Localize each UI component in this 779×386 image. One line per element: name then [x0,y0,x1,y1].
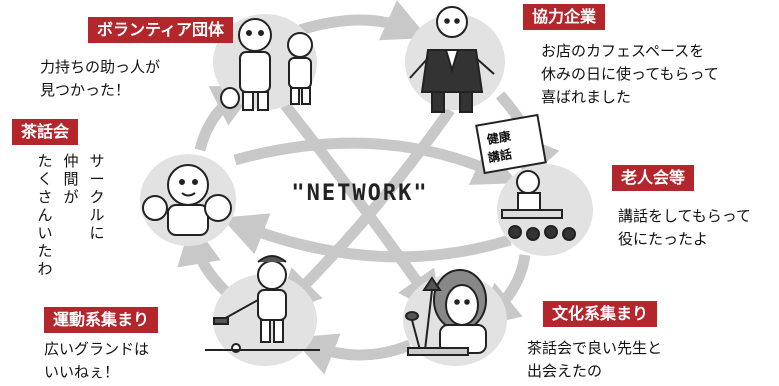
caption-culture-line2: 出会えたの [527,362,603,380]
arrow-volunteer-company [298,0,429,41]
board-text-line2: 講話 [487,146,513,165]
gateball-player-illustration [205,255,320,353]
caption-elderly-line1: 講話をしてもらって [618,207,752,225]
arrow-culture-sports [291,333,413,375]
caption-volunteer-line2: 見つかった！ [40,81,131,99]
tag-elderly-club: 老人会等 [612,165,695,191]
caption-tea-col1: サークルに [89,152,105,242]
arrow-elderly-tea [221,213,512,263]
arrow-volunteer-culture [280,101,442,317]
caption-volunteer-line1: 力持ちの助っ人が [40,58,161,76]
caption-company-line1: お店のカフェスペースを [541,42,705,60]
tag-tea-party: 茶話会 [12,119,79,145]
tag-cooperating-company: 協力企業 [523,4,606,30]
flower-arrangement-illustration [405,269,487,356]
board-text-line1: 健康 [486,128,513,147]
caption-elderly-line2: 役にたったよ [618,230,709,248]
caption-sports-line1: 広いグランドは [44,340,150,358]
caption-tea-col3: たくさんいたわ [37,152,53,278]
company-man-illustration [409,6,495,113]
caption-tea-col2: 仲間が [63,152,79,206]
tag-culture-group: 文化系集まり [543,301,658,327]
caption-sports-line2: いいねぇ！ [44,363,120,381]
tag-sports-group: 運動系集まり [44,307,159,333]
arrow-company-sports [276,106,455,315]
tag-volunteer-group: ボランティア団体 [88,17,234,43]
elderly-lecture-illustration [475,113,576,241]
arrow-tea-elderly [233,137,519,185]
tea-party-faces-illustration [142,164,232,236]
caption-company-line3: 喜ばれました [541,88,632,106]
volunteer-figures-illustration [220,18,313,111]
caption-company-line2: 休みの日に使ってもらって [541,65,719,83]
arrows [177,0,560,375]
caption-culture-line1: 茶話会で良い先生と [527,339,663,357]
center-label: "NETWORK" [291,181,428,206]
